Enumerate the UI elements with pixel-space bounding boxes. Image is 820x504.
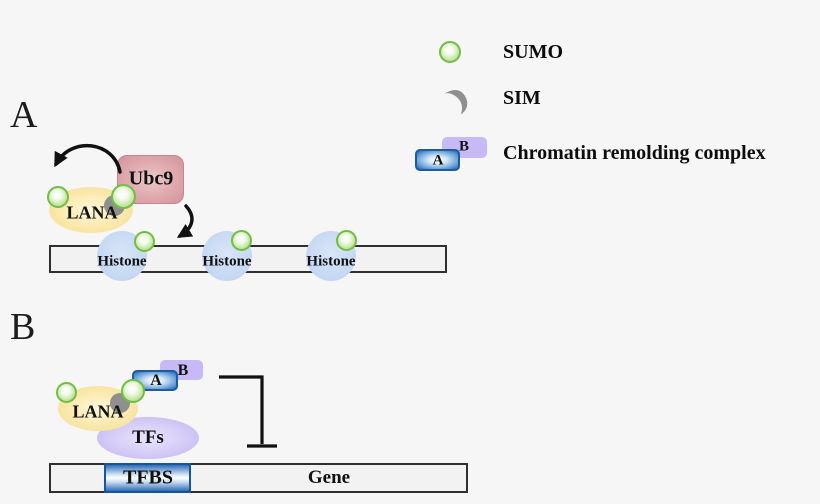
gene-label: Gene — [307, 467, 351, 488]
tfbs-box — [104, 463, 191, 493]
ubc9-label: Ubc9 — [128, 167, 174, 190]
sumoylation-arrow-icon — [54, 143, 122, 174]
complex-a-label: A — [150, 372, 162, 389]
inhibition-tbar-icon — [219, 375, 277, 448]
sumo-icon-b-junction — [121, 379, 145, 403]
legend-complex-label: Chromatin remolding complex — [503, 142, 766, 164]
sumo-icon-a-left — [47, 186, 69, 208]
panel-b-label: B — [10, 306, 36, 348]
legend-sumo-icon — [439, 41, 461, 63]
panel-a-label: A — [10, 94, 38, 136]
histone-3-label: Histone — [306, 253, 356, 270]
legend-complex-b-label: B — [458, 138, 470, 155]
sumo-icon-b-left — [56, 382, 77, 403]
legend-complex-a-label: A — [432, 152, 444, 169]
histone-1-label: Histone — [97, 253, 147, 270]
tfs-label: TFs — [132, 427, 164, 448]
legend-sim-label: SIM — [503, 87, 541, 109]
sumo-icon-histone-1 — [134, 231, 155, 252]
legend-sumo-label: SUMO — [503, 41, 563, 63]
complex-b-label: B — [177, 362, 189, 379]
legend-complex-a-box — [415, 149, 460, 171]
sumo-icon-histone-2 — [231, 230, 252, 251]
ubc9-histone-arrow-icon — [176, 204, 194, 238]
legend-sim-icon — [444, 90, 468, 115]
sumo-icon-histone-3 — [336, 230, 357, 251]
lana-label-a: LANA — [66, 202, 118, 223]
tfbs-label: TFBS — [122, 466, 174, 489]
histone-2-label: Histone — [202, 253, 252, 270]
lana-label-b: LANA — [72, 401, 124, 422]
sumo-icon-a-junction — [111, 184, 136, 209]
